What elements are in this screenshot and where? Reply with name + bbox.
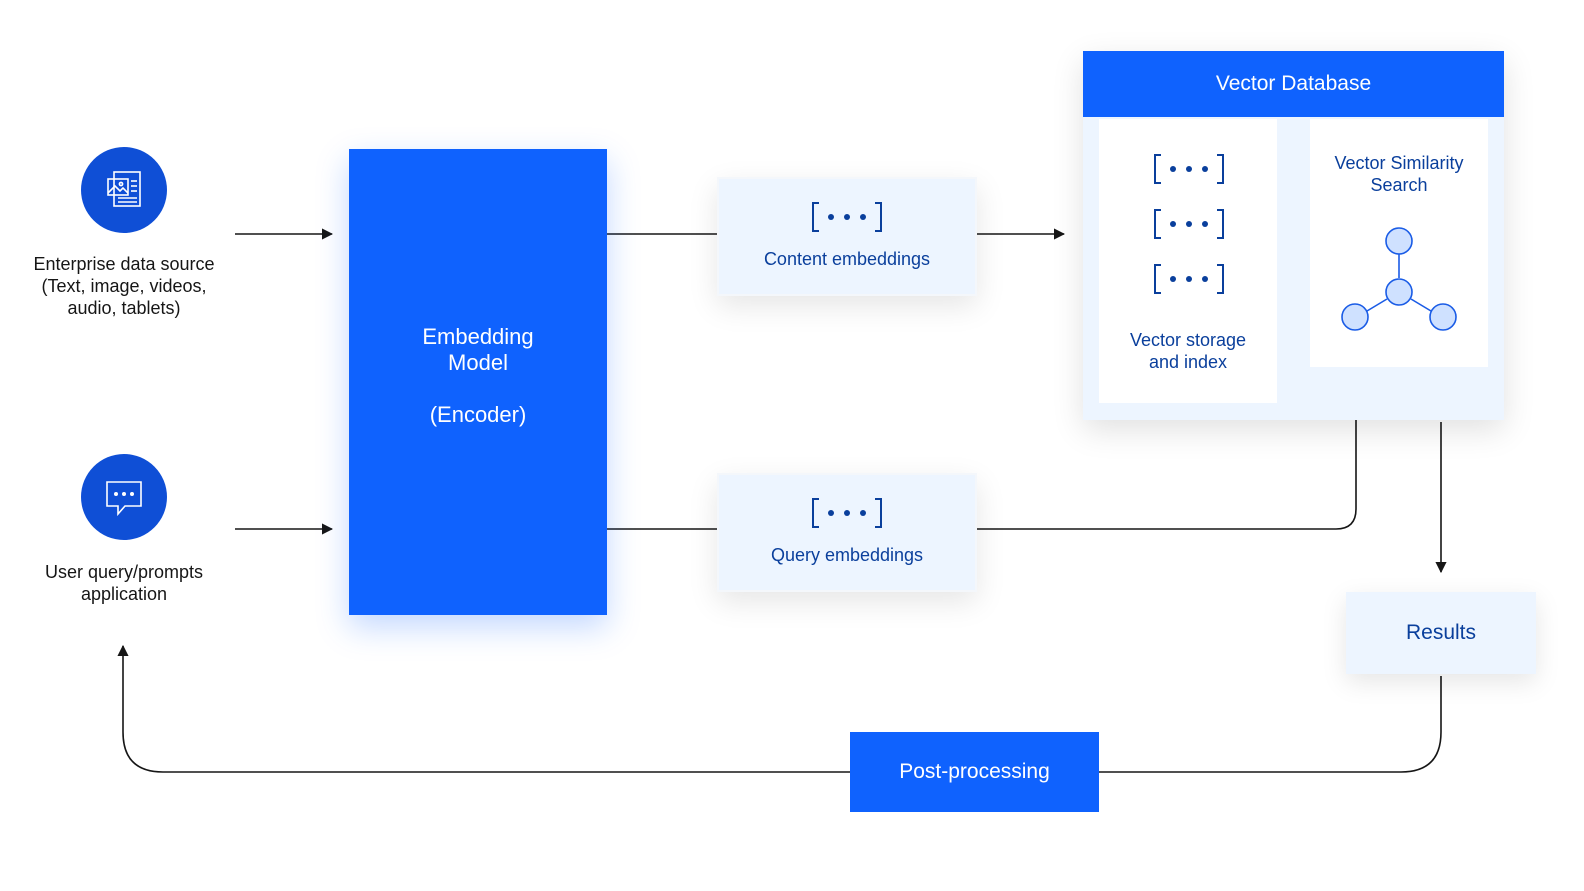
vector-database-title: Vector Database [1083, 51, 1504, 117]
query-embeddings-label: Query embeddings [770, 545, 924, 565]
encoder-line-1: Embedding [422, 324, 534, 349]
graph-nodes-icon [1341, 227, 1457, 331]
vector-storage-line-1: Vector storage [1129, 330, 1247, 350]
encoder-line-3: (Encoder) [429, 402, 527, 427]
content-embeddings-label: Content embeddings [763, 249, 931, 269]
embedding-model-encoder: Embedding Model (Encoder) [349, 149, 607, 615]
user-query-node [81, 454, 167, 540]
user-query-label: User query/prompts application [9, 561, 239, 605]
enterprise-label-line-3: audio, tablets) [67, 298, 181, 318]
arrow-query-to-search [975, 383, 1362, 530]
chat-bubble-icon [106, 481, 142, 517]
line-results-to-post [1099, 676, 1442, 773]
user-label-line-2: application [80, 584, 168, 604]
vector-similarity-search-panel: Vector Similarity Search [1310, 119, 1488, 367]
vector-storage-line-2: and index [1148, 352, 1228, 372]
vector-similarity-label: Vector Similarity Search [1310, 152, 1488, 196]
content-embeddings-card: Content embeddings [717, 177, 977, 296]
vector-database-panel: Vector Database Vector storage and index… [1083, 51, 1504, 420]
arrow-post-to-user [117, 644, 850, 773]
enterprise-label-line-2: (Text, image, videos, [41, 276, 207, 296]
document-image-icon [107, 171, 141, 207]
vector-storage-label: Vector storage and index [1099, 329, 1277, 373]
enterprise-data-source-label: Enterprise data source (Text, image, vid… [9, 253, 239, 319]
post-processing-box: Post-processing [850, 732, 1099, 812]
user-label-line-1: User query/prompts [44, 562, 204, 582]
vector-similarity-line-1: Vector Similarity [1334, 153, 1464, 173]
vector-similarity-line-2: Search [1370, 175, 1428, 195]
results-box: Results [1346, 592, 1536, 674]
stored-vectors-icon [1154, 154, 1224, 294]
encoder-line-2: Model [448, 350, 508, 375]
vector-bracket-icon [812, 498, 882, 528]
vector-storage-panel: Vector storage and index [1099, 119, 1277, 403]
query-embeddings-card: Query embeddings [717, 473, 977, 592]
vector-bracket-icon [812, 202, 882, 232]
enterprise-label-line-1: Enterprise data source [33, 254, 215, 274]
enterprise-data-source-node [81, 147, 167, 233]
